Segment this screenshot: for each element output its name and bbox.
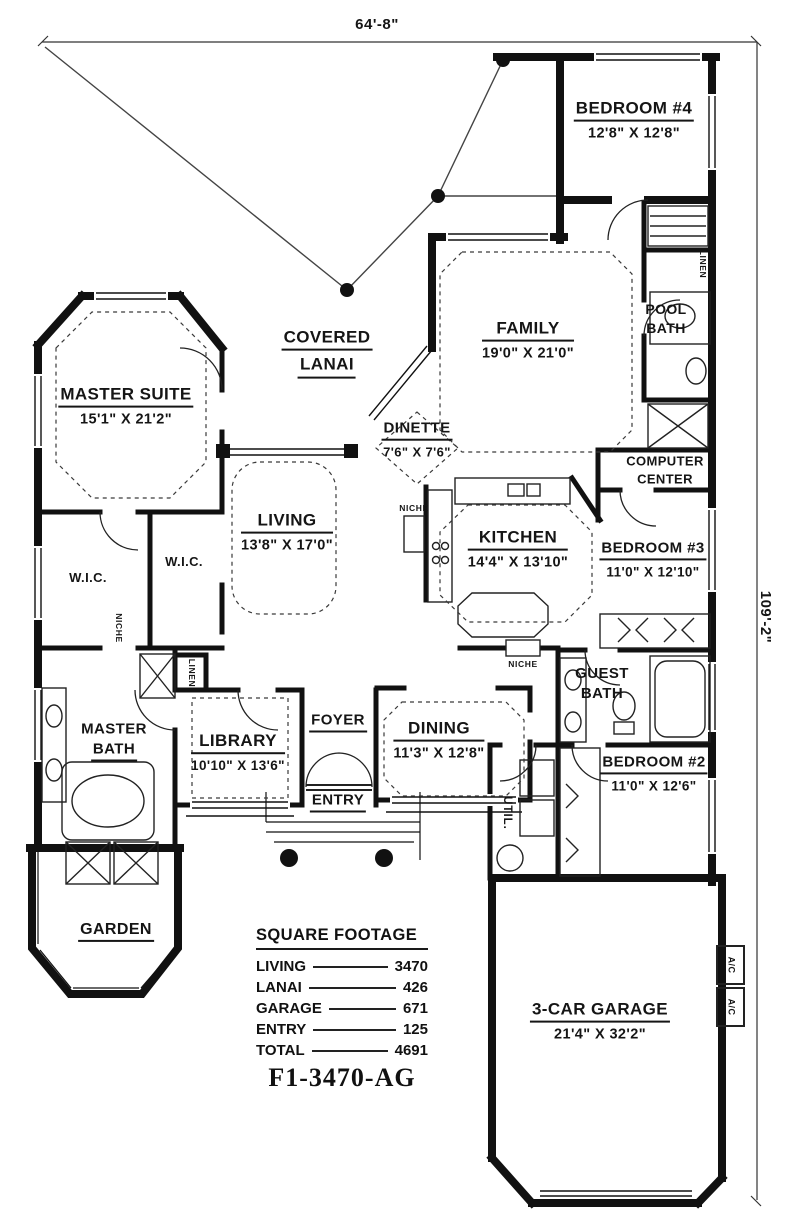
room-label-garage: 3-CAR GARAGE 21'4" X 32'2" [529, 999, 671, 1043]
dimension-height-label: 109'-2" [757, 590, 774, 644]
niche-label-kitchen: NICHE [508, 658, 538, 669]
windows [32, 51, 718, 1197]
square-footage-row-garage: GARAGE 671 [256, 1000, 428, 1017]
room-label-bedroom-2: BEDROOM #2 11'0" X 12'6" [600, 753, 708, 794]
room-label-wic-right: W.I.C. [165, 554, 203, 570]
room-label-guest-bath: GUEST BATH [575, 665, 629, 702]
room-label-bedroom-4: BEDROOM #4 12'8" X 12'8" [573, 98, 695, 142]
room-label-living: LIVING 13'8" X 17'0" [241, 510, 333, 554]
room-label-dinette: DINETTE 7'6" X 7'6" [381, 419, 453, 460]
dimension-width-label: 64'-8" [355, 16, 399, 33]
lanai-structure [44, 46, 558, 297]
leader-dash [311, 1049, 388, 1052]
niche-label-hall: NICHE [114, 613, 125, 643]
room-label-computer-center: COMPUTER CENTER [626, 453, 704, 486]
linen-label-closet: LINEN [187, 658, 198, 688]
square-footage-row-entry: ENTRY 125 [256, 1021, 428, 1038]
dimension-lines [37, 35, 762, 1207]
room-label-family: FAMILY 19'0" X 21'0" [482, 318, 574, 362]
ceiling-dashed-outlines [55, 251, 633, 799]
square-footage-row-total: TOTAL 4691 [256, 1042, 428, 1059]
room-label-wic-left: W.I.C. [69, 570, 107, 586]
leader-dash [313, 965, 388, 968]
room-label-entry: ENTRY [309, 792, 367, 813]
leader-dash [328, 1007, 396, 1010]
ac-label-bottom: A/C [726, 998, 737, 1016]
leader-dash [308, 986, 396, 989]
room-label-bedroom-3: BEDROOM #3 11'0" X 12'10" [599, 539, 707, 580]
room-label-dining: DINING 11'3" X 12'8" [393, 718, 485, 762]
leader-dash [313, 1028, 396, 1031]
room-label-kitchen: KITCHEN 14'4" X 13'10" [467, 527, 569, 571]
room-label-pool-bath: POOL BATH [645, 301, 687, 336]
ac-label-top: A/C [726, 956, 737, 974]
room-label-library: LIBRARY 10'10" X 13'6" [191, 731, 285, 774]
square-footage-title: SQUARE FOOTAGE [256, 926, 428, 950]
fixtures [41, 205, 745, 1027]
niche-label-living: NICHE [399, 502, 429, 513]
door-arcs [99, 199, 681, 791]
room-label-master-bath: MASTER BATH [81, 721, 147, 764]
room-label-foyer: FOYER [309, 712, 367, 733]
square-footage-row-living: LIVING 3470 [256, 958, 428, 975]
room-label-util: UTIL. [500, 796, 513, 830]
linen-label-hall: LINEN [698, 249, 709, 279]
closet-chevrons [565, 617, 695, 863]
room-label-covered-lanai: COVERED LANAI [281, 328, 373, 381]
room-label-master-suite: MASTER SUITE 15'1" X 21'2" [58, 384, 194, 428]
square-footage-table: SQUARE FOOTAGE LIVING 3470 LANAI 426 GAR… [256, 926, 428, 1093]
plan-code: F1-3470-AG [268, 1063, 416, 1092]
room-label-garden: GARDEN [78, 920, 154, 943]
square-footage-row-lanai: LANAI 426 [256, 979, 428, 996]
